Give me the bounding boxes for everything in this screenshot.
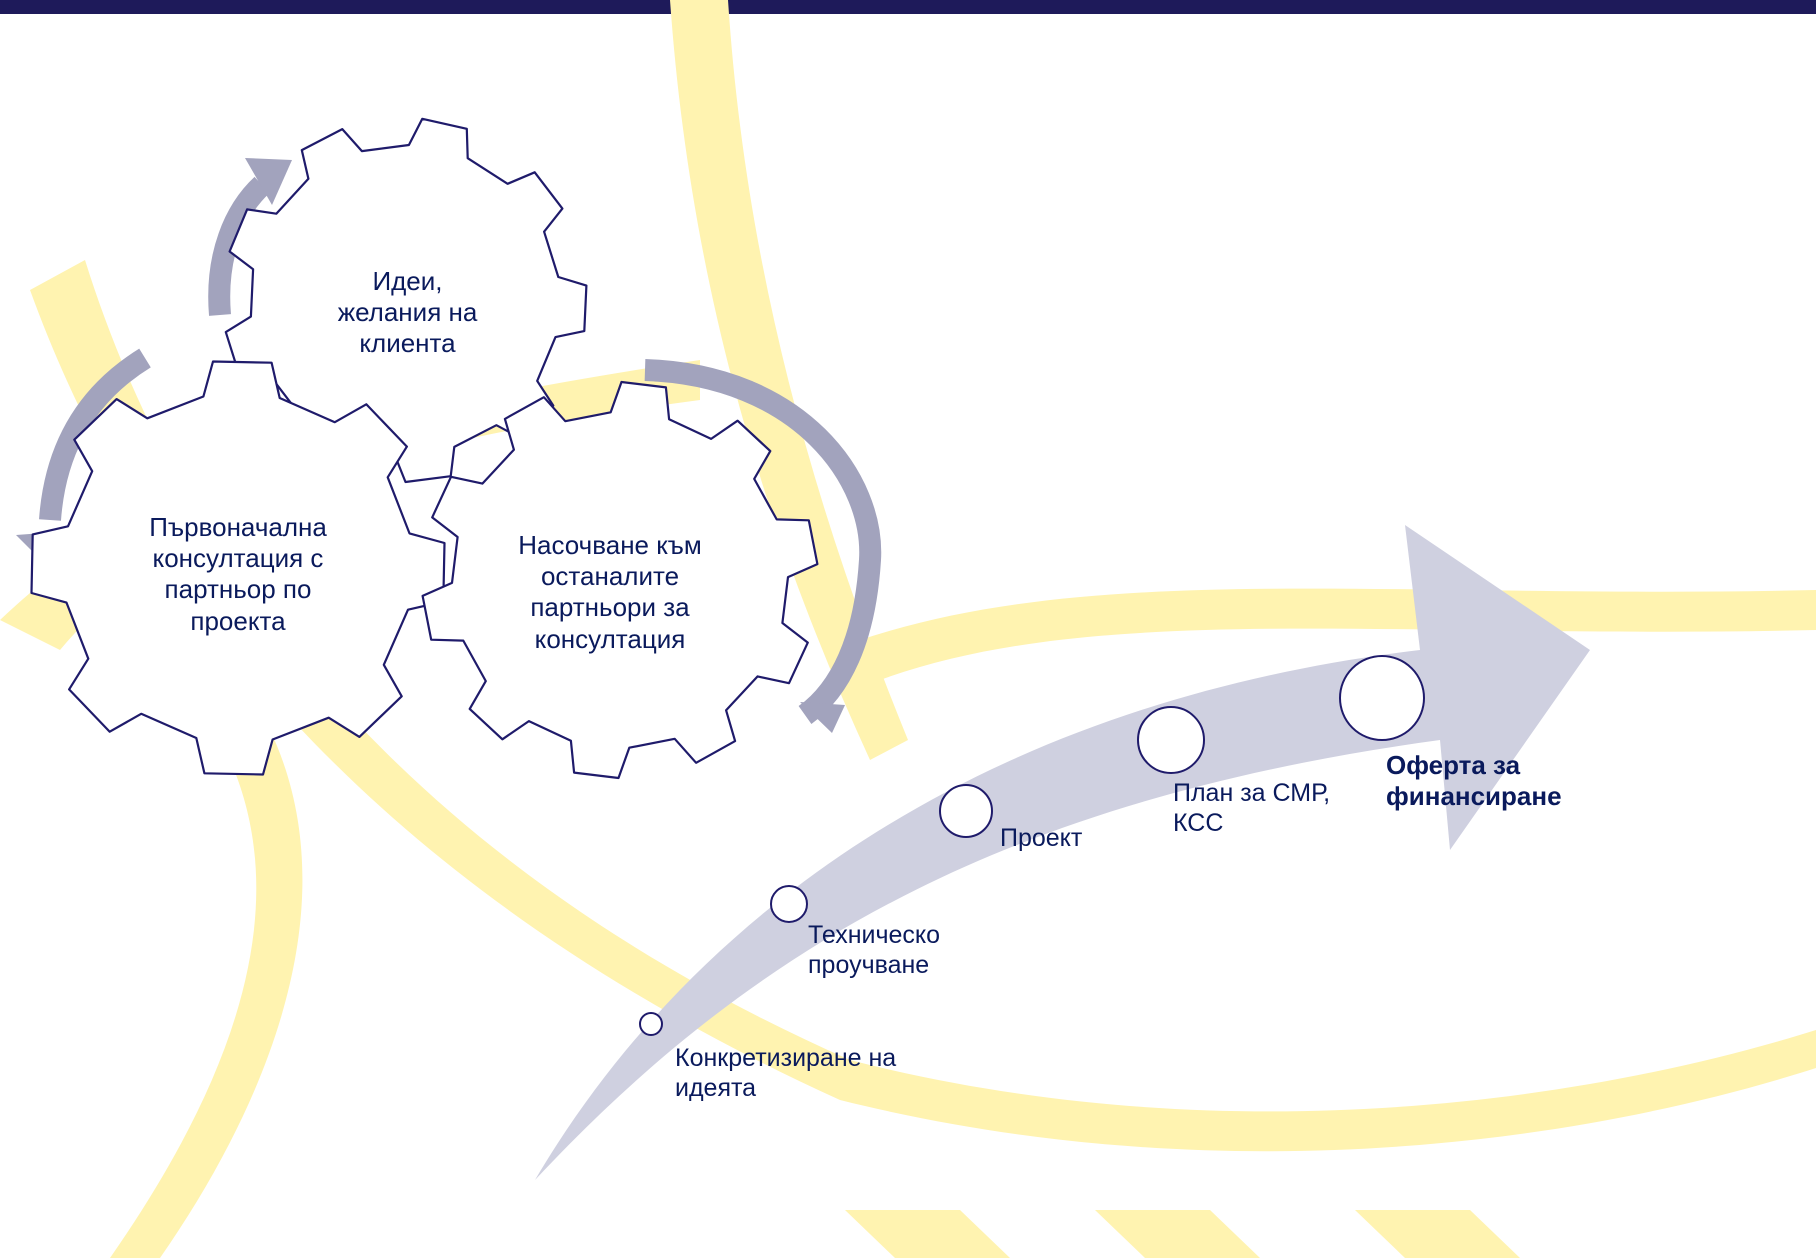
background-band <box>110 730 303 1258</box>
background-band <box>860 588 1816 680</box>
step-dot <box>770 885 808 923</box>
gear-initial <box>30 360 446 776</box>
step-label-concretize-idea: Конкретизиране на идеята <box>675 1044 897 1102</box>
step-label-construction-plan: План за СМР, КСС <box>1173 779 1331 837</box>
top-bar <box>0 0 1816 14</box>
step-label-technical-study: Техническо проучване <box>808 921 941 979</box>
circular-arrow <box>208 176 270 316</box>
circular-arrow <box>39 348 151 521</box>
step-label-project: Проект <box>1000 824 1083 852</box>
circular-arrow <box>644 359 882 724</box>
circular-arrow-head <box>800 702 845 733</box>
process-arrow <box>535 525 1590 1180</box>
step-dot <box>939 784 993 838</box>
background-band <box>845 1210 1010 1258</box>
gear-redirect <box>421 380 819 780</box>
circular-arrow-head <box>245 158 292 205</box>
step-label-financing-offer: Оферта за финансиране <box>1386 750 1562 812</box>
background-band <box>1095 1210 1260 1258</box>
background-band <box>670 0 908 760</box>
step-dot <box>1137 706 1205 774</box>
gear-label-ideas: Идеи, желания на клиента <box>337 266 478 359</box>
gear-ideas <box>224 117 588 484</box>
background-band <box>1355 1210 1520 1258</box>
step-dot <box>639 1012 663 1036</box>
gear-label-redirect-partners: Насочване към останалите партньори за ко… <box>518 530 702 654</box>
step-dot <box>1339 655 1425 741</box>
gear-label-initial-consultation: Първоначална консултация с партньор по п… <box>149 512 327 636</box>
